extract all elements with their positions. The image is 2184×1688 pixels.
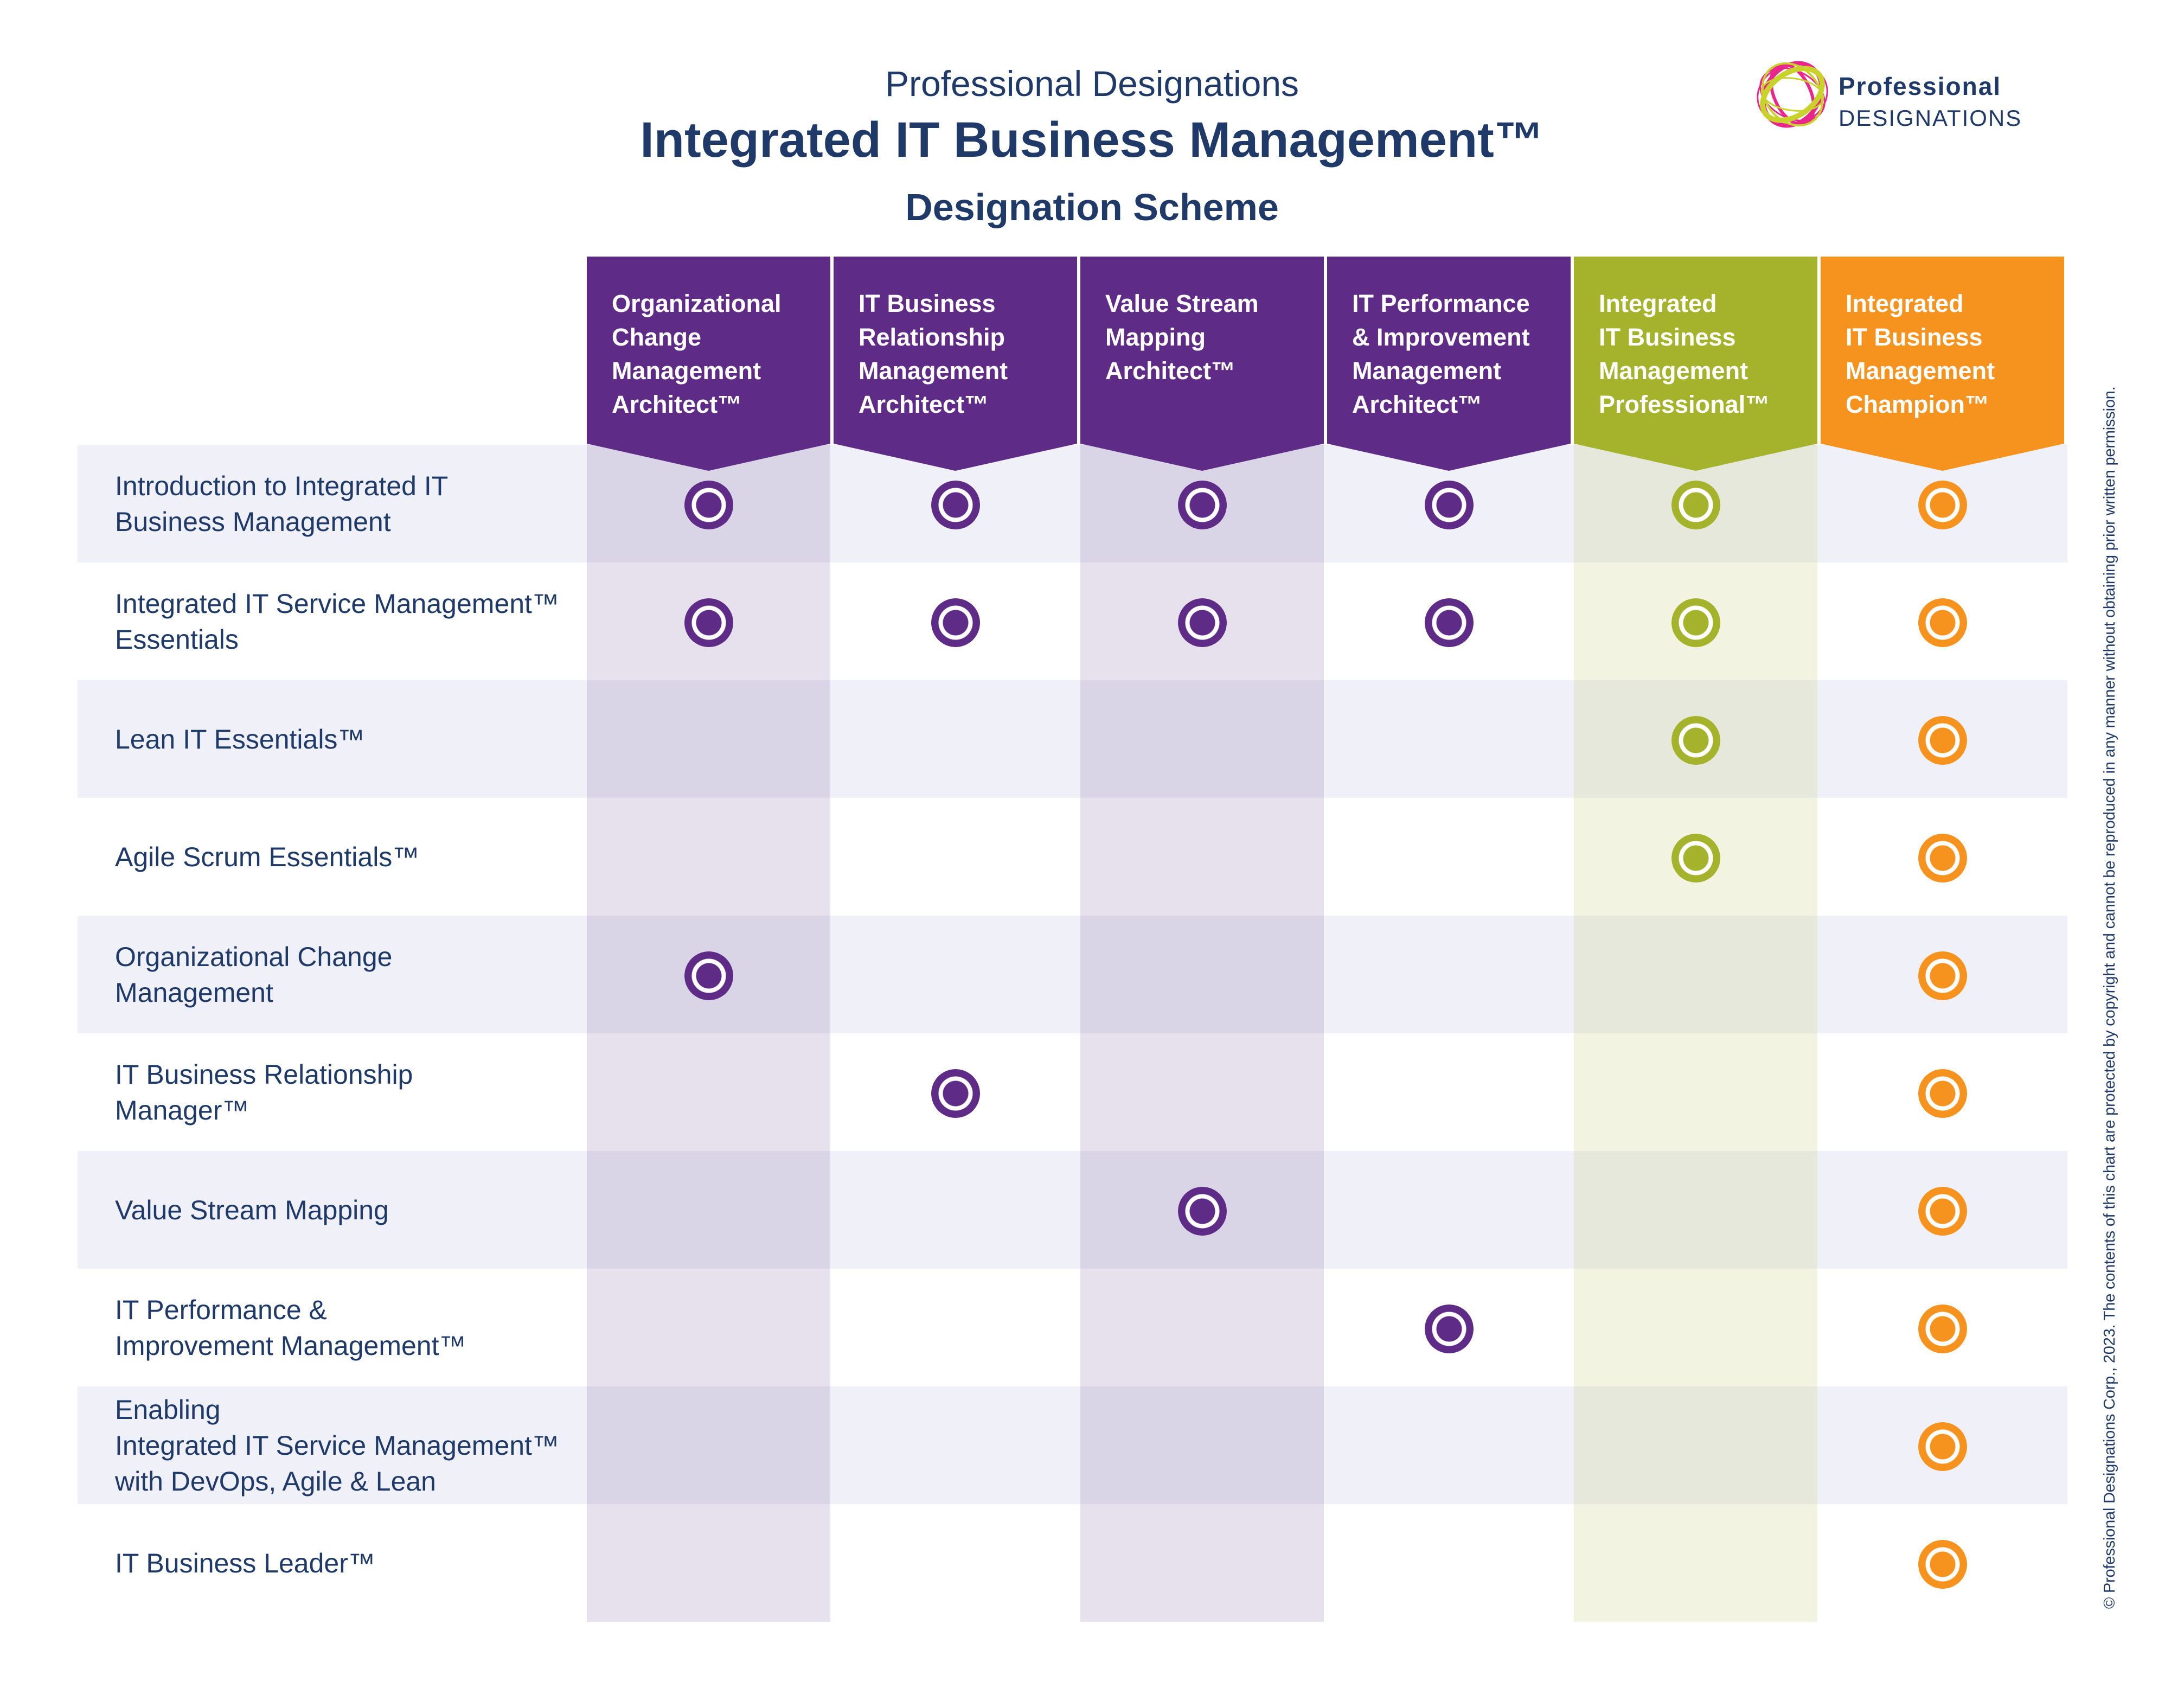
designation-banner: Integrated IT Business Management Champi… (1821, 257, 2064, 471)
course-name: IT Business Leader™ (115, 1548, 375, 1578)
requirement-dot (1918, 598, 1967, 647)
row-stripe (78, 1033, 2067, 1151)
requirement-dot (1424, 480, 1474, 529)
requirement-dot (1918, 1186, 1967, 1236)
requirement-dot (931, 1069, 980, 1118)
requirement-dot (684, 951, 733, 1000)
requirement-dot (1424, 1304, 1474, 1353)
course-name: Lean IT Essentials™ (115, 724, 365, 755)
logo-caps: DESIGNATIONS (1839, 105, 2022, 131)
designation-banner-label: IT Business Relationship Management Arch… (859, 290, 1008, 418)
course-row-label: Organizational Change Management (115, 916, 581, 1033)
requirement-dot (1918, 1304, 1967, 1353)
row-stripe (78, 680, 2067, 798)
requirement-dot (1671, 598, 1720, 647)
designation-banner-label: Integrated IT Business Management Champi… (1846, 290, 1995, 418)
requirement-dot (931, 480, 980, 529)
designation-banner-label: Value Stream Mapping Architect™ (1105, 290, 1259, 385)
row-stripe (78, 798, 2067, 916)
designation-banner-label: IT Performance & Improvement Management … (1352, 290, 1530, 418)
course-row-label: Introduction to Integrated IT Business M… (115, 445, 581, 562)
designation-banner: Organizational Change Management Archite… (587, 257, 830, 471)
requirement-dot (684, 598, 733, 647)
course-name: Agile Scrum Essentials™ (115, 841, 420, 872)
row-stripe (78, 1504, 2067, 1622)
course-name: IT Business Relationship Manager™ (115, 1059, 413, 1126)
title-eyebrow: Professional Designations (885, 63, 1299, 104)
requirement-dot (684, 480, 733, 529)
course-row-label: Integrated IT Service Management™ Essent… (115, 562, 581, 680)
title-subtitle: Designation Scheme (905, 186, 1279, 228)
course-name: Organizational Change Management (115, 941, 393, 1008)
requirement-dot (1177, 480, 1227, 529)
designation-banner: Value Stream Mapping Architect™ (1080, 257, 1324, 471)
course-name: Introduction to Integrated IT Business M… (115, 470, 449, 537)
course-name: Value Stream Mapping (115, 1194, 389, 1225)
course-row-label: Enabling Integrated IT Service Managemen… (115, 1386, 581, 1504)
course-name: Integrated IT Service Management™ Essent… (115, 588, 559, 655)
page-title: Integrated IT Business Management™ (640, 112, 1544, 168)
logo-name: Professional (1839, 72, 2002, 100)
row-stripe (78, 445, 2067, 562)
requirement-dot (1918, 715, 1967, 765)
course-row-label: Agile Scrum Essentials™ (115, 798, 581, 916)
course-row-label: IT Business Leader™ (115, 1504, 581, 1622)
requirement-dot (1918, 1069, 1967, 1118)
course-row-label: IT Business Relationship Manager™ (115, 1033, 581, 1151)
copyright-vertical-text: © Professional Designations Corp., 2023.… (2101, 386, 2118, 1609)
row-stripe (78, 1386, 2067, 1504)
designation-banner-label: Organizational Change Management Archite… (612, 290, 782, 418)
requirement-dot (1918, 1539, 1967, 1589)
designation-banner: IT Business Relationship Management Arch… (834, 257, 1077, 471)
requirement-dot (1177, 598, 1227, 647)
requirement-dot (1918, 951, 1967, 1000)
requirement-dot (1918, 833, 1967, 883)
requirement-dot (1177, 1186, 1227, 1236)
row-stripe (78, 1269, 2067, 1386)
course-row-label: IT Performance & Improvement Management™ (115, 1269, 581, 1386)
course-row-label: Value Stream Mapping (115, 1151, 581, 1269)
requirement-dot (1671, 833, 1720, 883)
row-stripe (78, 562, 2067, 680)
requirement-dot (1918, 480, 1967, 529)
professional-designations-logo: Professional DESIGNATIONS (1755, 56, 2022, 132)
requirement-dot (1918, 1422, 1967, 1471)
course-row-label: Lean IT Essentials™ (115, 680, 581, 798)
requirement-dot (1671, 715, 1720, 765)
designation-banner: Integrated IT Business Management Profes… (1574, 257, 1817, 471)
course-name: IT Performance & Improvement Management™ (115, 1294, 466, 1361)
logo-text: Professional DESIGNATIONS (1839, 56, 2022, 132)
requirement-dot (1424, 598, 1474, 647)
requirement-dot (931, 598, 980, 647)
requirement-dot (1671, 480, 1720, 529)
designation-banner: IT Performance & Improvement Management … (1327, 257, 1571, 471)
row-stripe (78, 1151, 2067, 1269)
course-name: Enabling Integrated IT Service Managemen… (115, 1394, 559, 1497)
logo-sphere-icon (1757, 61, 1828, 128)
row-stripe (78, 916, 2067, 1033)
designation-banner-label: Integrated IT Business Management Profes… (1599, 290, 1770, 418)
